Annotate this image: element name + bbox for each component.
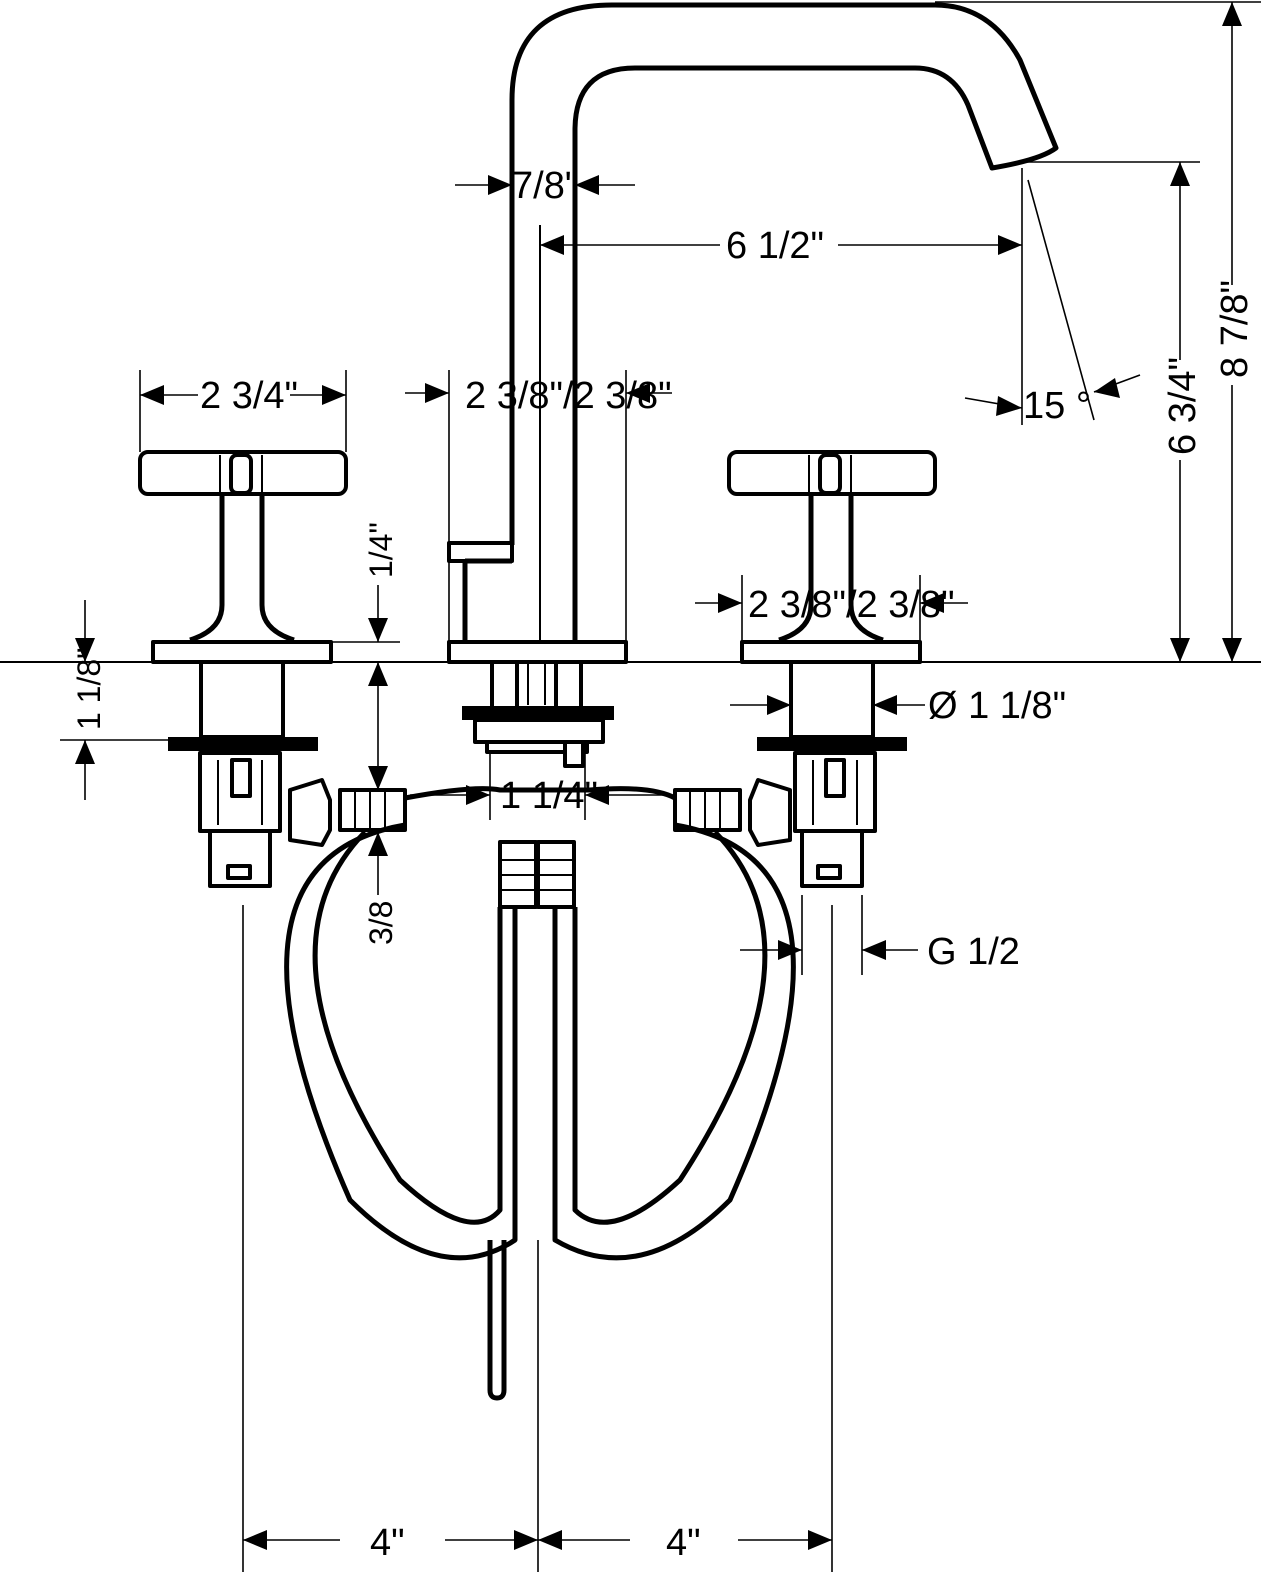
dim-spout-base: 2 3/8"/2 3/8"	[465, 375, 672, 417]
right-handle	[727, 450, 937, 888]
dim-connection: G 1/2	[927, 931, 1020, 973]
left-handle	[138, 450, 348, 888]
dim-outlet-height: 6 3/4"	[1162, 357, 1204, 455]
dim-spout-wall: 7/8"	[512, 165, 578, 207]
dim-escutcheon-height: 1/4"	[363, 522, 399, 578]
dim-spacing-right: 4"	[666, 1522, 701, 1564]
dim-spout-angle: 15 °	[1023, 385, 1091, 427]
spout-base	[447, 541, 628, 768]
dim-shank-height: 1 1/8"	[71, 647, 107, 730]
dimension-labels: 7/8" 6 1/2" 2 3/4" 2 3/8"/2 3/8" 15 ° 2 …	[71, 165, 1256, 1564]
dim-center-shank: 1 1/4"	[500, 775, 598, 817]
dim-spacing-left: 4"	[370, 1522, 405, 1564]
dim-total-height: 8 7/8"	[1214, 280, 1256, 378]
dim-handle-base: 2 3/8"/2 3/8"	[748, 584, 955, 626]
dim-handle-width: 2 3/4"	[200, 375, 298, 417]
dim-spout-reach: 6 1/2"	[726, 225, 824, 267]
dim-hose: 3/8	[363, 901, 399, 945]
hoses	[284, 778, 796, 1401]
dim-shank-diameter: Ø 1 1/8"	[928, 685, 1066, 727]
dimension-lines	[60, 1, 1261, 1572]
spout	[509, 2, 1059, 645]
